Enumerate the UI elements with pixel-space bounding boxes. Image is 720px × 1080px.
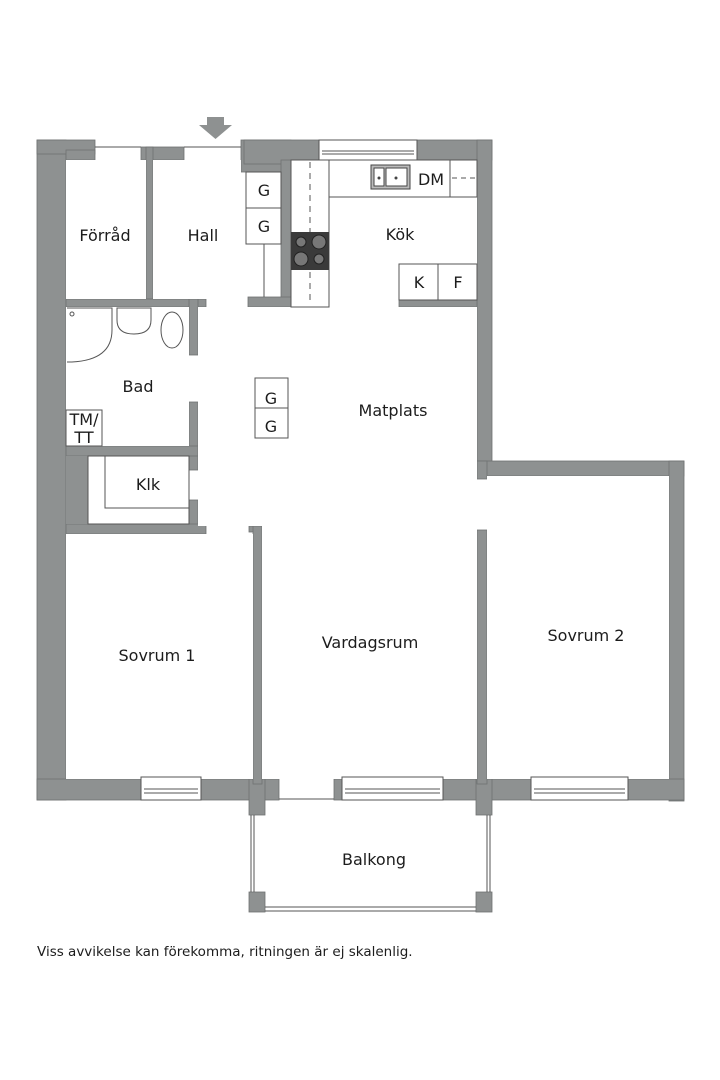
- window-sovrum1: [140, 776, 202, 801]
- room-label-sovrum1: Sovrum 1: [119, 646, 196, 665]
- balcony-railing: [250, 815, 491, 912]
- washbasin-icon: [116, 307, 152, 335]
- fixture-wardrobe: G: [265, 417, 277, 436]
- island-wardrobes: [254, 377, 289, 439]
- window-kitchen: [318, 139, 418, 161]
- room-label-kok: Kök: [386, 225, 415, 244]
- window-vardagsrum: [341, 776, 444, 801]
- room-label-sovrum2: Sovrum 2: [548, 626, 625, 645]
- room-label-balkong: Balkong: [342, 850, 406, 869]
- room-label-matplats: Matplats: [359, 401, 428, 420]
- kitchen-left-counter: [290, 159, 330, 308]
- fixture-washer-dryer: TT: [73, 428, 93, 447]
- fixture-wardrobe: G: [258, 217, 270, 236]
- fixture-wardrobe: G: [265, 389, 277, 408]
- room-label-vardagsrum: Vardagsrum: [322, 633, 419, 652]
- disclaimer-text: Viss avvikelse kan förekomma, ritningen …: [37, 944, 413, 960]
- room-label-bad: Bad: [123, 377, 154, 396]
- fixture-wardrobe: G: [258, 181, 270, 200]
- fixture-fridge: K: [414, 273, 425, 292]
- entrance-arrow-icon: [199, 117, 232, 139]
- fixture-dishwasher: DM: [418, 170, 444, 189]
- window-sovrum2: [530, 776, 629, 801]
- sink-icon: [370, 164, 411, 190]
- hall-wardrobes: [245, 171, 282, 297]
- fixture-freezer: F: [453, 273, 462, 292]
- room-label-hall: Hall: [188, 226, 219, 245]
- bath-fixtures: [65, 307, 184, 447]
- room-label-forrad: Förråd: [79, 226, 130, 245]
- fridge-freezer: [398, 263, 478, 301]
- fixture-washer-dryer: TM/: [69, 410, 100, 429]
- room-label-klk: Klk: [136, 475, 161, 494]
- toilet-icon: [160, 311, 184, 349]
- kitchen-top-counter: [328, 159, 478, 198]
